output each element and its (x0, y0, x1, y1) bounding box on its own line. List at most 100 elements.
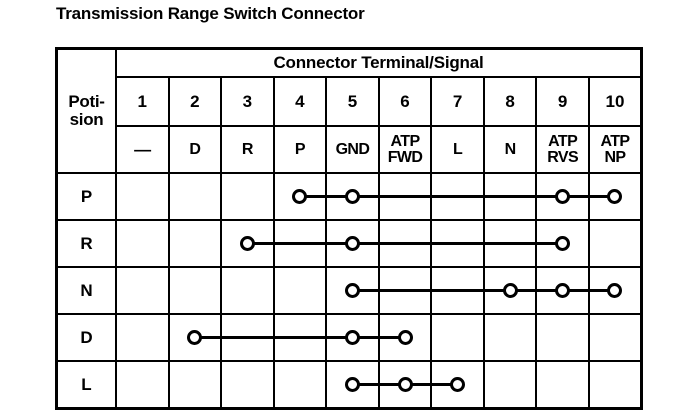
continuity-wire (429, 383, 458, 386)
cell-D-5 (324, 313, 381, 362)
terminal-number-6: 6 (377, 76, 433, 127)
cell-R-7 (429, 219, 486, 268)
continuity-node (555, 236, 571, 251)
cell-N-2 (167, 266, 223, 315)
cell-D-4 (271, 313, 329, 362)
terminal-number-5: 5 (325, 76, 380, 127)
continuity-node (344, 377, 360, 392)
signal-line1: ATP (390, 132, 421, 150)
continuity-wire (481, 242, 539, 245)
cell-L-1 (115, 360, 170, 410)
continuity-wire (376, 242, 434, 245)
signal-line1: ATP (548, 132, 578, 150)
terminal-signal-2: D (167, 125, 223, 174)
signal-line1: GND (335, 140, 370, 158)
continuity-node (555, 189, 571, 204)
continuity-node (187, 330, 203, 345)
terminal-number-9: 9 (535, 76, 590, 127)
signal-line2: FWD (387, 148, 423, 166)
terminal-number-3: 3 (220, 76, 275, 127)
table-header-group-row: Poti- sion Connector Terminal/Signal (55, 47, 643, 174)
position-label-L: L (55, 360, 117, 410)
signal-line1: D (189, 140, 201, 158)
signal-line1: — (134, 140, 151, 159)
continuity-wire (247, 242, 276, 245)
connector-terminal-signal-header: Connector Terminal/Signal (115, 47, 643, 78)
cell-D-6 (376, 313, 433, 362)
cell-N-10 (586, 266, 643, 315)
cell-L-10 (587, 360, 643, 410)
cell-L-8 (482, 360, 538, 410)
table-row: D (55, 313, 643, 362)
continuity-node (397, 377, 413, 392)
cell-N-3 (220, 266, 275, 315)
continuity-node (607, 189, 623, 204)
continuity-wire (376, 195, 434, 198)
cell-R-9 (534, 219, 590, 268)
cell-P-9 (534, 172, 591, 221)
continuity-wire (534, 242, 563, 245)
cell-N-6 (376, 266, 434, 315)
terminal-signal-8: N (482, 125, 538, 174)
cell-L-9 (535, 360, 590, 410)
signal-line2: NP (604, 148, 626, 166)
cell-L-3 (220, 360, 275, 410)
continuity-wire (299, 195, 329, 198)
continuity-wire (429, 242, 486, 245)
continuity-wire (429, 195, 486, 198)
terminal-number-10: 10 (587, 76, 643, 127)
cell-P-5 (324, 172, 381, 221)
cell-N-9 (534, 266, 591, 315)
cell-R-1 (115, 219, 170, 268)
terminal-number-2: 2 (167, 76, 223, 127)
cell-D-8 (482, 313, 538, 362)
continuity-node (555, 283, 571, 298)
continuity-node (344, 283, 360, 298)
terminal-number-4: 4 (272, 76, 328, 127)
continuity-wire (194, 336, 224, 339)
terminal-signal-3: R (220, 125, 275, 174)
terminal-signal-4: P (272, 125, 328, 174)
continuity-wire (376, 289, 434, 292)
cell-R-10 (587, 219, 643, 268)
cell-R-3 (220, 219, 276, 268)
position-header-line1: Poti- (68, 92, 105, 112)
continuity-node (239, 236, 255, 251)
terminal-number-8: 8 (482, 76, 538, 127)
cell-D-2 (167, 313, 224, 362)
terminal-number-1: 1 (115, 76, 170, 127)
position-label-R: R (55, 219, 117, 268)
continuity-wire (586, 289, 615, 292)
continuity-node (344, 189, 360, 204)
signal-line1: N (504, 140, 517, 158)
cell-P-8 (481, 172, 539, 221)
cell-D-3 (219, 313, 276, 362)
terminal-signal-5: GND (325, 125, 380, 174)
cell-P-2 (167, 172, 223, 221)
continuity-node (397, 330, 413, 345)
cell-N-7 (429, 266, 486, 315)
position-label-D: D (55, 313, 117, 362)
table-row: L (55, 360, 643, 410)
cell-P-7 (429, 172, 486, 221)
signal-line1: L (452, 140, 463, 158)
cell-L-2 (167, 360, 223, 410)
continuity-node (292, 189, 308, 204)
cell-R-8 (481, 219, 539, 268)
continuity-wire (429, 289, 486, 292)
cell-P-4 (272, 172, 329, 221)
position-header-line2: sion (69, 110, 104, 129)
position-label-P: P (55, 172, 117, 221)
terminal-number-7: 7 (430, 76, 485, 127)
cell-R-4 (271, 219, 329, 268)
continuity-node (502, 283, 518, 298)
position-header-cell: Poti- sion (55, 47, 117, 174)
continuity-wire (219, 336, 276, 339)
cell-P-6 (376, 172, 434, 221)
continuity-wire (352, 383, 381, 386)
